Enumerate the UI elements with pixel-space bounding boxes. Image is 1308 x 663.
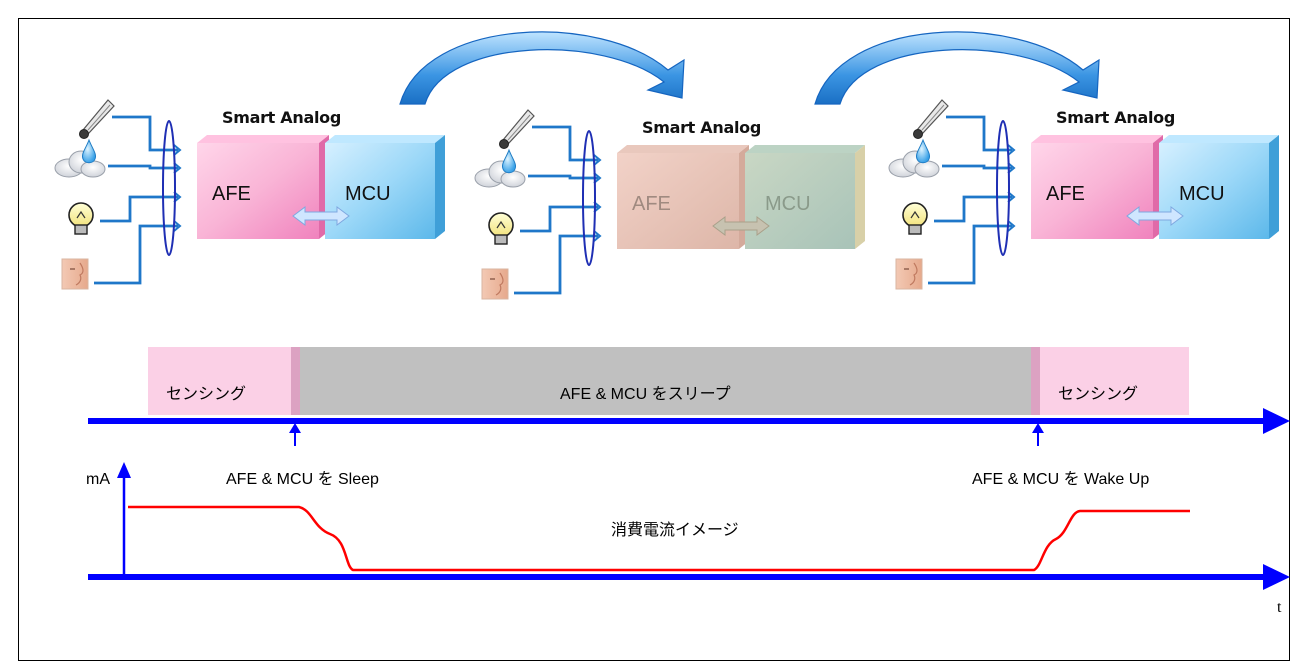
mcu-label: MCU [1179, 184, 1225, 204]
sensing-label-2: センシング [1058, 387, 1138, 403]
light-bulb-icon [489, 213, 513, 244]
sleep-label: AFE & MCU をスリープ [560, 387, 731, 403]
transition-band-2 [1031, 347, 1040, 415]
afe-chip-top [617, 145, 749, 153]
wake-event-label: AFE & MCU を Wake Up [972, 472, 1149, 488]
face-icon [62, 259, 88, 289]
mcu-chip-side [1269, 135, 1279, 239]
sensor-wire [108, 166, 178, 168]
transition-arrow-2 [815, 32, 1099, 104]
mcu-chip-top [325, 135, 445, 143]
input-mux-oval [997, 121, 1009, 255]
thermometer-icon [500, 110, 535, 149]
mcu-chip-side [435, 135, 445, 239]
current-caption: 消費電流イメージ [611, 523, 739, 539]
afe-label: AFE [212, 184, 251, 204]
thermometer-icon [80, 100, 115, 139]
sleep-band [300, 347, 1031, 415]
sensing-band-2 [1040, 347, 1189, 415]
time-x-axis [88, 564, 1290, 590]
afe-chip-top [197, 135, 329, 143]
sensor-wire [520, 207, 598, 231]
light-bulb-icon [69, 203, 93, 234]
mcu-chip-side [855, 145, 865, 249]
brand-label: Smart Analog [222, 110, 341, 126]
thermometer-icon [914, 100, 949, 139]
afe-label: AFE [632, 194, 671, 214]
light-bulb-icon [903, 203, 927, 234]
sleep-event-label: AFE & MCU を Sleep [226, 472, 379, 488]
afe-chip-top [1031, 135, 1163, 143]
brand-label: Smart Analog [642, 120, 761, 136]
current-y-axis [117, 462, 131, 577]
x-axis-unit-label: t [1277, 600, 1281, 616]
sensor-wire [100, 197, 178, 221]
wake-event-marker [1032, 423, 1044, 446]
y-axis-unit-label: mA [86, 472, 110, 488]
mcu-chip-top [745, 145, 865, 153]
humidity-icon [889, 140, 939, 177]
humidity-icon [475, 150, 525, 187]
humidity-icon [55, 140, 105, 177]
sensing-band-1 [148, 347, 291, 415]
sensor-wire [942, 166, 1012, 168]
sensor-wire [528, 176, 598, 178]
face-icon [482, 269, 508, 299]
input-mux-oval [163, 121, 175, 255]
input-mux-oval [583, 131, 595, 265]
mcu-label: MCU [345, 184, 391, 204]
mcu-chip-top [1159, 135, 1279, 143]
transition-band-1 [291, 347, 300, 415]
sensing-label-1: センシング [166, 387, 246, 403]
mcu-label: MCU [765, 194, 811, 214]
face-icon [896, 259, 922, 289]
sensor-wire [934, 197, 1012, 221]
transition-arrow-1 [400, 32, 684, 104]
brand-label: Smart Analog [1056, 110, 1175, 126]
sleep-event-marker [289, 423, 301, 446]
afe-label: AFE [1046, 184, 1085, 204]
